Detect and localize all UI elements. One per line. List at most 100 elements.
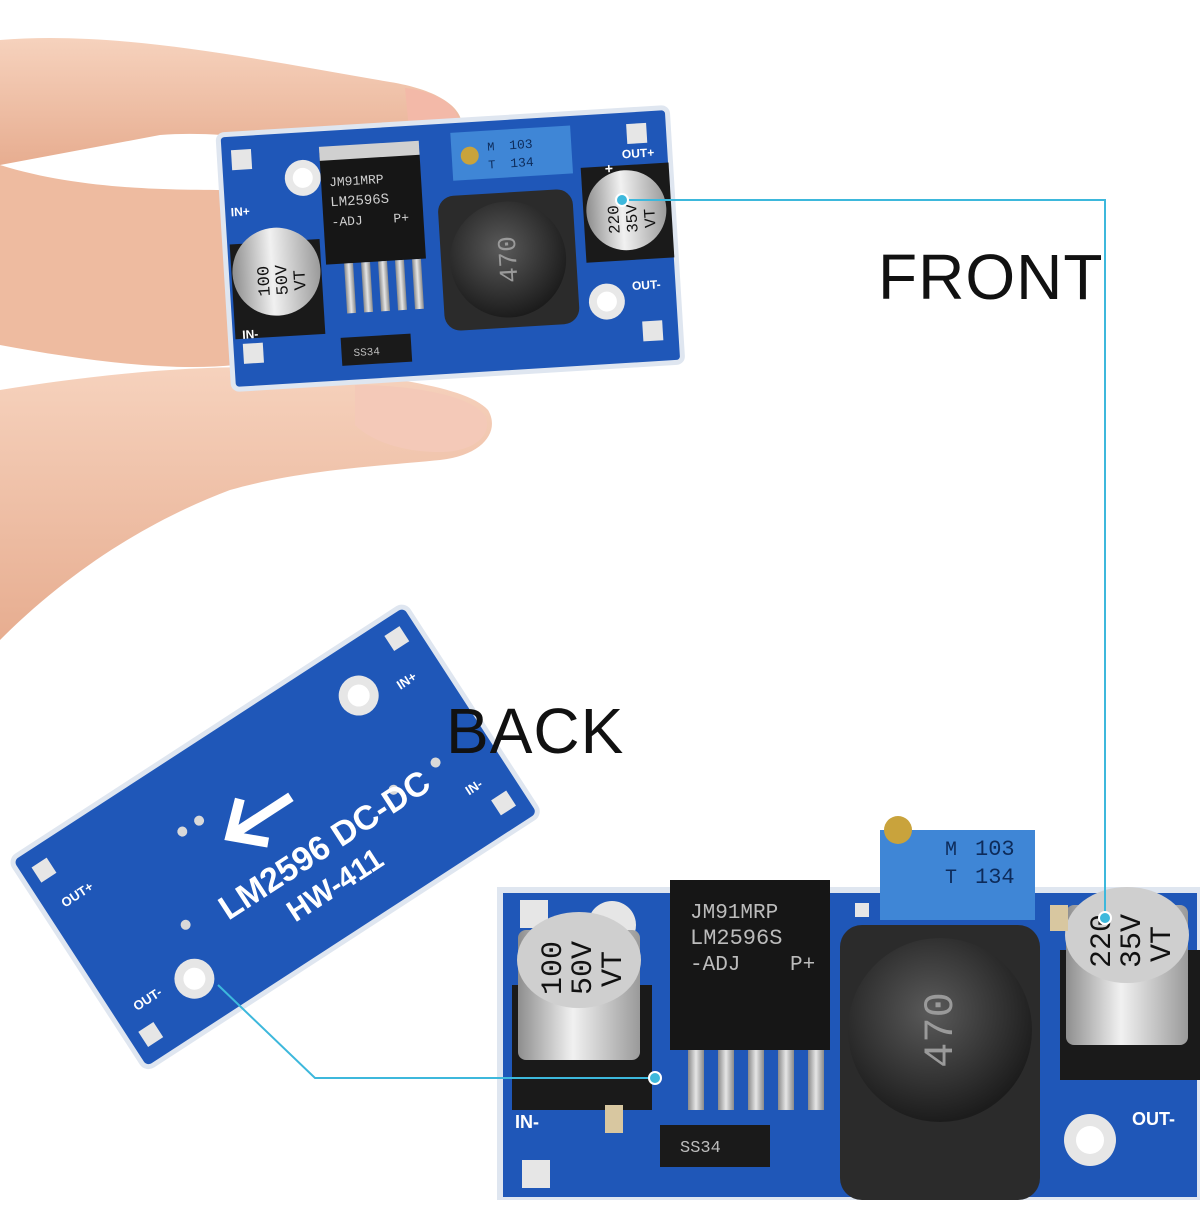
pin [688,1050,704,1110]
pot-screw-icon [460,146,479,165]
mount-hole-inner [292,167,313,188]
pot-screw-icon [884,816,912,844]
pad [138,1022,164,1047]
pot-line1: 103 [509,137,533,153]
pad [642,320,664,342]
pin-label-in-minus-large: IN- [515,1112,539,1132]
callout-back [217,984,662,1085]
cap-out-text: 220 35V VT [604,193,660,235]
pot-mark-m-large: M [945,839,957,862]
inductor-text-large: 470 [917,992,965,1068]
regulator-line3-large: -ADJ [690,954,740,977]
plus-mark: + [604,160,613,176]
diode-large [660,1125,770,1167]
regulator-line4-large: P+ [790,954,815,977]
via [388,784,399,795]
arrow-left-icon [224,792,294,848]
callout-dot [615,193,629,207]
pin [778,1050,794,1110]
index-fingernail [355,385,487,452]
palm [0,165,235,368]
pot-mark-t: T [488,158,496,172]
pcb [13,607,538,1067]
smd-part [855,903,869,917]
pad [522,1160,550,1188]
pin [344,262,357,314]
pot-mark-m: M [487,140,495,154]
via [194,815,205,826]
pin-label-in-plus: IN+ [230,204,250,219]
pin [718,1050,734,1110]
callout-line-front [622,199,1106,918]
pcb-edge [215,105,685,392]
regulator-ic [319,146,426,265]
inductor-large [848,938,1032,1122]
front-board-large: 100 50V VT JM91MRP LM2596S -ADJ P+ 103 1… [497,816,1200,1203]
regulator-line4: P+ [393,210,410,226]
diode [340,333,413,366]
pin [378,260,391,312]
diode-text: SS34 [353,347,380,361]
pin-label-out-minus-large: OUT- [1132,1109,1175,1129]
mount-hole-inner [596,291,617,312]
via [180,919,191,930]
callout-dot [1098,911,1112,925]
pot-line2-large: 134 [975,865,1015,890]
front-board-small: 100 50V VT JM91MRP LM2596S -ADJ P+ 470 1… [215,105,685,392]
front-label: FRONT [878,241,1104,313]
pin [394,259,408,311]
regulator-line3: -ADJ [331,213,363,230]
pad [491,790,517,816]
callout-front [615,193,1112,925]
inductor-text: 470 [493,235,526,284]
potentiometer-large [880,830,1035,920]
pad [242,342,264,364]
pad [626,122,648,145]
back-board: LM2596 DC-DC HW-411 OUT+ OUT- IN+ IN- [10,604,540,1070]
pad [230,149,253,171]
regulator-line1-large: JM91MRP [690,902,778,925]
mount-hole-inner [183,967,206,990]
callout-line-back [217,984,655,1079]
inductor [450,201,567,318]
pin [411,258,424,310]
regulator-line1: JM91MRP [329,172,385,190]
pad [384,626,410,652]
smd-part [605,1105,623,1133]
output-capacitor [586,170,667,251]
diode-text-large: SS34 [680,1139,721,1158]
mount-hole-inner [347,684,370,707]
pin-label-out-minus: OUT- [632,277,661,293]
regulator-line2: LM2596S [330,192,390,212]
back-label: BACK [446,695,625,767]
pin [361,261,374,313]
regulator-ic [670,880,830,1050]
output-capacitor-top [1065,887,1189,983]
potentiometer [450,125,574,181]
regulator-tab [318,140,420,161]
pot-line2: 134 [510,155,534,171]
regulator-line2-large: LM2596S [690,926,782,951]
cap-in-text-large: 100 50V VT [537,923,631,995]
via [430,757,441,768]
smd-part [1050,905,1068,931]
pin [748,1050,764,1110]
regulator-pins-large [688,1050,824,1110]
via [177,826,188,837]
input-capacitor [232,227,321,316]
callout-dot [648,1071,662,1085]
pin-label-in-minus: IN- [242,327,259,342]
pin [808,1050,824,1110]
cap-in-text: 100 50V VT [254,253,311,297]
pad [31,857,57,883]
pot-line1-large: 103 [975,837,1015,862]
input-capacitor-top [517,912,641,1008]
cap-out-text-large: 220 35V VT [1086,896,1180,968]
regulator-pins [344,258,424,314]
mount-hole-inner [1076,1126,1104,1154]
pot-mark-t-large: T [945,867,957,890]
pcb-edge [10,604,540,1070]
pin-label-out-plus: OUT+ [622,145,655,161]
